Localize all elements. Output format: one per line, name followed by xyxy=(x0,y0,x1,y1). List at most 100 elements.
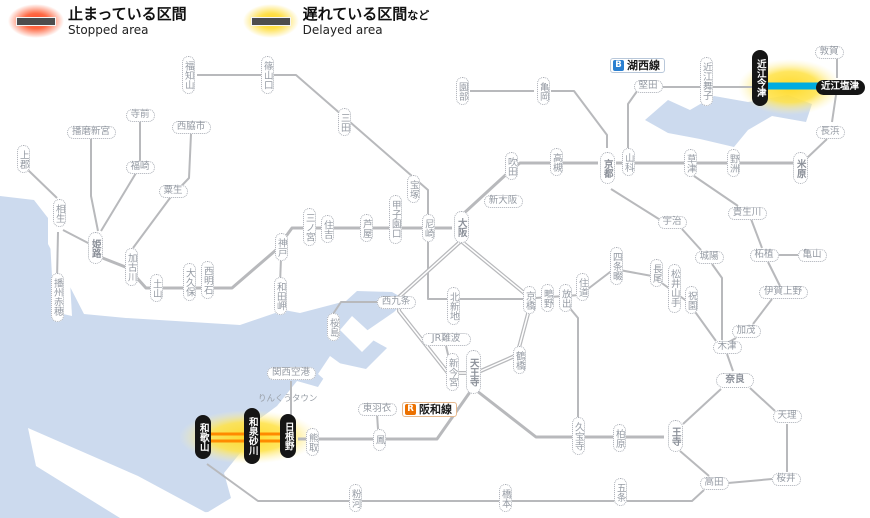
legend-delayed-ja-main: 遅れている区間 xyxy=(302,5,408,23)
station-pill: 木津 xyxy=(712,340,742,354)
station-pill: 熊取 xyxy=(305,428,319,456)
station-pill: 吹田 xyxy=(504,152,518,180)
rail-osaka-higashi-line xyxy=(567,305,579,424)
rail-ako-line xyxy=(56,231,59,281)
station-pill: 草津 xyxy=(683,149,697,177)
rail-tozai-line xyxy=(427,242,523,300)
station-pill: 久宝寺 xyxy=(571,416,585,456)
station-pill: 近江塩津 xyxy=(815,79,865,95)
station-pill: 祝園 xyxy=(684,286,698,314)
rail-kusatsu-line-1 xyxy=(693,175,739,207)
station-pill: 新大阪 xyxy=(483,194,523,208)
rail-kizu-nara xyxy=(726,353,734,372)
rail-nara-line-1 xyxy=(610,188,663,222)
harbor-pier-1 xyxy=(340,316,376,352)
station-pill: 王寺 xyxy=(667,420,683,452)
rail-hagoromo-line xyxy=(376,413,379,430)
rail-sakurai-line-1 xyxy=(749,387,776,412)
station-pill: 奈良 xyxy=(716,372,754,388)
station-pill: 近江今津 xyxy=(752,50,768,106)
station-pill: 山科 xyxy=(621,148,635,176)
station-pill: 柘植 xyxy=(749,248,779,262)
station-pill: 粉河 xyxy=(348,484,362,512)
legend-stopped-ja: 止まっている区間 xyxy=(68,5,187,23)
rail-wakayama-line-1 xyxy=(679,450,710,477)
station-pill: 姫路 xyxy=(87,232,103,264)
rail-kyoto-line xyxy=(460,161,598,217)
station-pill: 加古川 xyxy=(124,247,138,287)
kosei-line-label: B 湖西線 xyxy=(610,58,665,73)
station-pill: 三ノ宮 xyxy=(302,207,316,247)
station-pill: 和田岬 xyxy=(273,276,287,316)
delayed-glow-icon xyxy=(242,4,299,38)
station-pill: 亀岡 xyxy=(536,77,550,105)
awaji-island xyxy=(28,428,216,518)
station-pill: 福知山 xyxy=(181,55,195,95)
station-pill: 柏原 xyxy=(612,424,626,452)
station-pill: 神戸 xyxy=(274,233,288,261)
rail-yumesaki-line xyxy=(332,301,382,315)
station-pill: 天王寺 xyxy=(465,350,481,394)
station-pill: 加茂 xyxy=(731,324,761,338)
station-pill: 東羽衣 xyxy=(357,402,397,416)
rail-sagano-line-2 xyxy=(551,90,608,148)
station-pill: 野洲 xyxy=(726,149,740,177)
station-pill: 日根野 xyxy=(280,414,296,458)
rail-nara-line-3 xyxy=(711,263,723,340)
station-pill: 桜島 xyxy=(326,313,340,341)
station-pill: 高田 xyxy=(699,476,729,490)
station-pill: 篠山口 xyxy=(260,55,274,95)
rail-sakurai-line-3 xyxy=(727,478,773,484)
station-pill: 西脇市 xyxy=(171,120,211,134)
station-pill: 尼崎 xyxy=(421,214,435,242)
station-pill: 天理 xyxy=(772,409,802,423)
station-pill: 城陽 xyxy=(694,250,724,264)
stopped-bar-icon xyxy=(16,16,56,26)
station-pill: 住吉 xyxy=(320,215,334,243)
sea-osaka-bay xyxy=(0,196,406,518)
station-pill: 和歌山 xyxy=(195,415,211,459)
station-pill: 敦賀 xyxy=(814,45,844,59)
legend-delayed-en: Delayed area xyxy=(302,23,383,37)
stopped-glow-icon xyxy=(8,4,64,38)
station-pill: 堅田 xyxy=(633,79,663,93)
station-pill: 鶴橋 xyxy=(512,346,526,374)
station-pill: JR難波 xyxy=(421,332,471,346)
station-pill: 粟生 xyxy=(158,184,188,198)
station-pill: 伊賀上野 xyxy=(758,285,808,299)
station-pill: 桜井 xyxy=(771,472,801,486)
station-pill: 芦屋 xyxy=(359,214,373,242)
station-pill: 橋本 xyxy=(498,484,512,512)
legend-delayed: 遅れている区間など Delayed area xyxy=(242,4,430,38)
station-pill: 亀山 xyxy=(797,248,827,262)
rail-nara-line-2 xyxy=(681,228,702,251)
rail-kishin-line xyxy=(90,139,99,232)
rail-osaka-loop xyxy=(397,239,531,375)
station-pill: 北新地 xyxy=(446,286,460,326)
station-pill: 長尾 xyxy=(649,259,663,287)
station-pill: 住道 xyxy=(575,273,589,301)
rinku-town-label: りんくうタウン xyxy=(258,394,318,404)
station-pill: 放出 xyxy=(558,284,572,312)
kosei-line-badge-icon: B xyxy=(613,60,624,71)
station-pill: 貴生川 xyxy=(727,206,767,220)
station-pill: 播州赤穂 xyxy=(50,272,64,322)
rail-osaka-loop-inner xyxy=(398,240,530,374)
rail-hokuriku-line-2 xyxy=(831,94,837,123)
rail-fukuchiyama-line xyxy=(197,74,429,226)
station-pill: 京橋 xyxy=(522,286,536,314)
kosei-line-name: 湖西線 xyxy=(627,59,660,72)
hanwa-line-label: R 阪和線 xyxy=(402,402,457,417)
legend-stopped-text: 止まっている区間 Stopped area xyxy=(68,4,187,37)
station-pill: 甲子園口 xyxy=(388,194,402,244)
legend-delayed-ja: 遅れている区間など xyxy=(303,5,430,23)
rail-yamatoji-oji-nara xyxy=(682,388,722,425)
rail-yamatoji-line xyxy=(476,389,664,439)
rail-hokuriku-line-3 xyxy=(806,138,828,159)
legend-delayed-text: 遅れている区間など Delayed area xyxy=(303,4,430,37)
station-pill: 米原 xyxy=(792,152,808,184)
station-pill: 相生 xyxy=(52,199,66,227)
rail-kosei-line-gray xyxy=(627,86,752,148)
station-pill: 新今宮 xyxy=(445,352,459,392)
legend-stopped-en: Stopped area xyxy=(68,23,149,37)
